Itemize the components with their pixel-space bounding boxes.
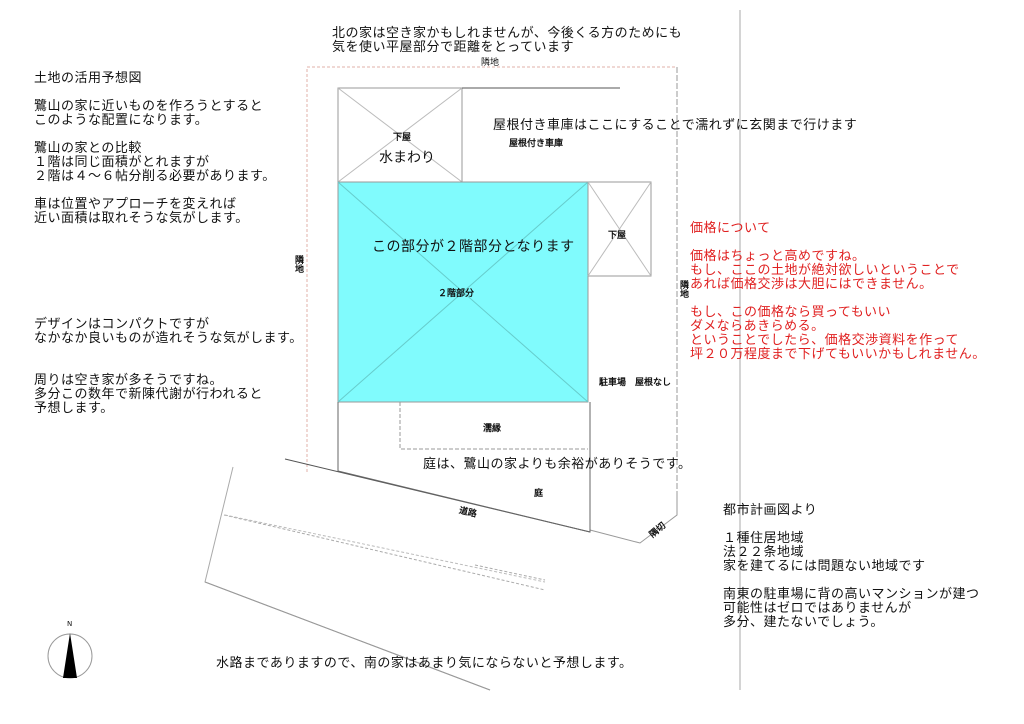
lower-road-dashed [224,514,546,583]
veranda-outline [399,402,588,450]
label-second-floor-area: ２階部分 [438,289,475,299]
note-garage: 屋根付き車庫はここにすることで濡れずに玄関まで行けます [493,118,858,133]
label-north: N [67,620,73,628]
label-parking: 駐車場 屋根なし [599,378,672,388]
note-overview: 土地の活用予想図 鷺山の家に近いものを作ろうとすると このような配置になります。… [34,71,276,226]
note-north-neighbor: 北の家は空き家かもしれませんが、今後くる方のためにも 気を使い平屋部分で距離をと… [332,26,683,55]
label-wet-area: 水まわり [379,150,435,166]
label-neighbor-east: 隣地 [678,280,688,298]
note-garden: 庭は、鷺山の家よりも余裕がありそうです。 [423,457,692,472]
corner-cut-line [589,494,678,544]
note-design: デザインはコンパクトですが なかなか良いものが造れそうな気がします。 [34,317,303,346]
label-covered-garage: 屋根付き車庫 [509,139,564,149]
label-garden: 庭 [534,489,544,499]
note-surroundings: 周りは空き家が多そうですね。 多分この数年で新陳代謝が行われると 予想します。 [34,373,263,416]
note-price: 価格について 価格はちょっと高めですね。 もし、ここの土地が絶対欲しいということ… [690,221,986,362]
lower-road-edge [204,581,491,691]
label-neighbor-north: 隣地 [481,58,500,68]
label-veranda: 濡縁 [483,424,502,434]
house-lower-walls [337,402,591,533]
site-boundary [306,66,677,472]
waterway-dashed [474,564,546,581]
note-waterway: 水路までありますので、南の家はあまり気にならないと予想します。 [216,656,633,671]
road-edge-south-dashed [223,514,546,591]
label-annex-1: 下屋 [393,133,412,143]
north-arrow-icon [47,633,93,679]
label-neighbor-west: 隣地 [293,255,303,273]
label-annex-2: 下屋 [608,231,627,241]
note-second-floor: この部分が２階部分となります [372,239,575,255]
note-city-plan: 都市計画図より １種住居地域 法２２条地域 家を建てるには問題ない地域です 南東… [723,503,980,630]
